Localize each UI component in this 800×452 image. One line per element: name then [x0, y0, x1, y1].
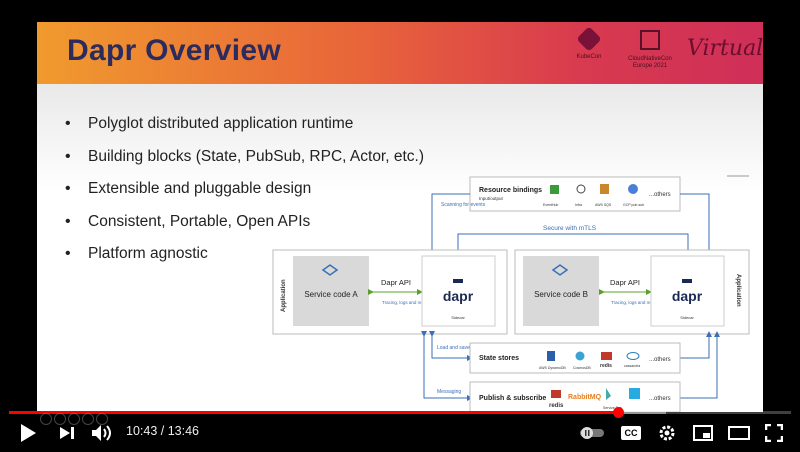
fullscreen-button[interactable] — [760, 418, 788, 448]
play-icon — [21, 424, 36, 442]
volume-button[interactable] — [88, 418, 116, 448]
caption-hover-icons — [40, 413, 108, 425]
svg-text:Tracing, logs and metrics: Tracing, logs and metrics — [611, 300, 662, 305]
play-button[interactable] — [14, 418, 42, 448]
scrubber-handle[interactable] — [613, 407, 625, 418]
slide-title: Dapr Overview — [67, 34, 282, 67]
svg-text:redis: redis — [549, 403, 564, 409]
bullet-item: Platform agnostic — [65, 244, 424, 277]
time-display: 10:43 / 13:46 — [126, 424, 199, 438]
settings-button[interactable] — [654, 418, 680, 448]
progress-bar[interactable] — [9, 407, 791, 418]
cosmosdb-icon — [575, 351, 585, 361]
svg-text:Infra: Infra — [575, 203, 582, 207]
virtual-label: Virtual — [687, 36, 763, 61]
bullet-item: Consistent, Portable, Open APIs — [65, 212, 424, 245]
svg-text:redis: redis — [600, 363, 612, 369]
duration: 13:46 — [167, 424, 199, 438]
autoplay-toggle[interactable] — [578, 418, 606, 448]
svg-text:...others: ...others — [649, 357, 671, 363]
svg-text:cassandra: cassandra — [624, 364, 640, 368]
service-bus-icon — [606, 388, 611, 400]
current-time: 10:43 — [126, 424, 158, 438]
svg-text:...others: ...others — [649, 192, 671, 198]
svg-text:Sidecar: Sidecar — [451, 315, 465, 320]
nats-icon — [629, 388, 640, 399]
redis-icon — [601, 352, 612, 360]
state-stores-title: State stores — [479, 355, 519, 362]
next-button[interactable] — [54, 418, 80, 448]
bullet-item: Extensible and pluggable design — [65, 179, 424, 212]
svg-text:Service code B: Service code B — [534, 290, 588, 299]
kubecon-logo: KubeCon — [559, 26, 619, 60]
rabbitmq-logo: RabbitMQ — [568, 394, 602, 401]
dapr-hat-icon — [453, 279, 463, 283]
dapr-architecture-diagram: Resource bindings Input/output EventHub … — [272, 175, 750, 412]
volume-icon — [92, 425, 111, 441]
svg-text:Service code A: Service code A — [304, 290, 358, 299]
svg-text:Tracing, logs and metrics: Tracing, logs and metrics — [382, 300, 433, 305]
bullet-item: Polyglot distributed application runtime — [65, 114, 424, 147]
svg-text:Application: Application — [735, 274, 741, 307]
svg-text:AWS SQS: AWS SQS — [595, 203, 612, 207]
svg-text:Scanning for events: Scanning for events — [441, 202, 486, 208]
dapr-logo: dapr — [443, 288, 474, 304]
aws-sqs-icon — [600, 184, 609, 194]
dapr-logo: dapr — [672, 288, 703, 304]
theater-mode-button[interactable] — [726, 418, 752, 448]
settings-icon — [659, 425, 675, 441]
svg-text:...others: ...others — [649, 396, 671, 402]
miniplayer-button[interactable] — [690, 418, 716, 448]
svg-text:Secure with mTLS: Secure with mTLS — [543, 225, 597, 232]
dapr-hat-icon — [682, 279, 692, 283]
svg-text:AWS DynamoDB: AWS DynamoDB — [539, 366, 566, 370]
theater-icon — [728, 426, 750, 440]
gcp-pubsub-icon — [628, 184, 638, 194]
svg-text:Sidecar: Sidecar — [680, 315, 694, 320]
miniplayer-icon — [693, 425, 713, 441]
pubsub-title: Publish & subscribe — [479, 395, 546, 402]
svg-text:Service Bus: Service Bus — [603, 406, 622, 410]
svg-text:Application: Application — [281, 279, 287, 312]
dynamodb-icon — [547, 351, 555, 361]
played-bar — [9, 411, 619, 414]
redis-icon — [551, 390, 561, 398]
resource-bindings-title: Resource bindings — [479, 187, 542, 194]
svg-text:GCP pub-sub: GCP pub-sub — [623, 203, 644, 207]
svg-text:CosmosDB: CosmosDB — [573, 366, 591, 370]
svg-text:EventHub: EventHub — [543, 203, 558, 207]
service-code-icon — [551, 264, 569, 276]
fullscreen-icon — [765, 424, 783, 442]
bullet-list: Polyglot distributed application runtime… — [65, 114, 424, 277]
autoplay-toggle-icon — [580, 427, 604, 439]
svg-text:Input/output: Input/output — [479, 196, 504, 201]
bullet-item: Building blocks (State, PubSub, RPC, Act… — [65, 147, 424, 180]
svg-text:Dapr API: Dapr API — [381, 278, 411, 287]
service-code-icon — [321, 264, 339, 276]
infra-icon — [576, 184, 586, 194]
captions-button[interactable]: CC — [618, 418, 644, 448]
next-icon — [60, 427, 74, 439]
captions-icon: CC — [621, 426, 641, 440]
svg-text:Dapr API: Dapr API — [610, 278, 640, 287]
svg-text:Messaging: Messaging — [437, 389, 461, 395]
cassandra-icon — [626, 352, 640, 360]
eventhub-icon — [550, 185, 559, 194]
